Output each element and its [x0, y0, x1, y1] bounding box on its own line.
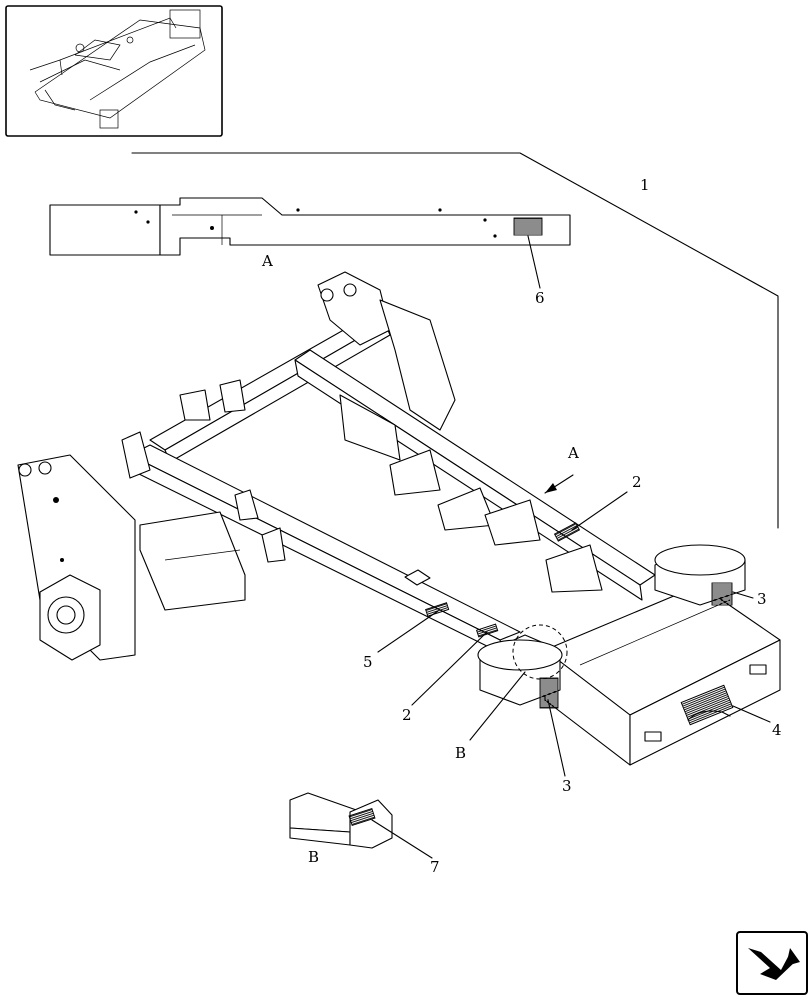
callout-5-label: 5: [363, 653, 373, 671]
next-page-arrow-icon[interactable]: [736, 931, 808, 995]
main-frame: [17, 271, 781, 766]
view-a-side-rail: A 6: [49, 197, 571, 307]
callout-4-label: 4: [772, 721, 782, 739]
decal-3-upper: [711, 582, 733, 606]
decal-4: [680, 684, 734, 726]
view-a-direction-arrow: A: [544, 444, 579, 494]
decal-2-lower: [475, 623, 499, 638]
view-b-detail-label: B: [308, 848, 319, 866]
callout-1-label: 1: [640, 176, 650, 194]
view-a-arrow-label: A: [567, 444, 579, 462]
callout-7-label: 7: [430, 858, 440, 876]
callout-leaders: 2 3 4 5 2 3 B: [363, 473, 782, 795]
detail-b-bracket: 7 B: [289, 792, 440, 876]
callout-1-leader: 1: [131, 152, 779, 529]
callout-2-lower-label: 2: [402, 706, 412, 724]
view-b-label: B: [455, 744, 466, 762]
detail-b-circle: [512, 624, 568, 680]
callout-2-upper-label: 2: [632, 473, 642, 491]
decal-3-lower: [539, 677, 559, 709]
decal-5: [425, 602, 450, 617]
overview-thumbnail[interactable]: [5, 5, 223, 137]
decal-7: [348, 807, 376, 827]
callout-3-upper-label: 3: [757, 590, 767, 608]
decal-6: [513, 217, 543, 236]
view-a-label: A: [261, 252, 273, 270]
callout-6-label: 6: [535, 289, 545, 307]
callout-3-lower-label: 3: [562, 777, 572, 795]
